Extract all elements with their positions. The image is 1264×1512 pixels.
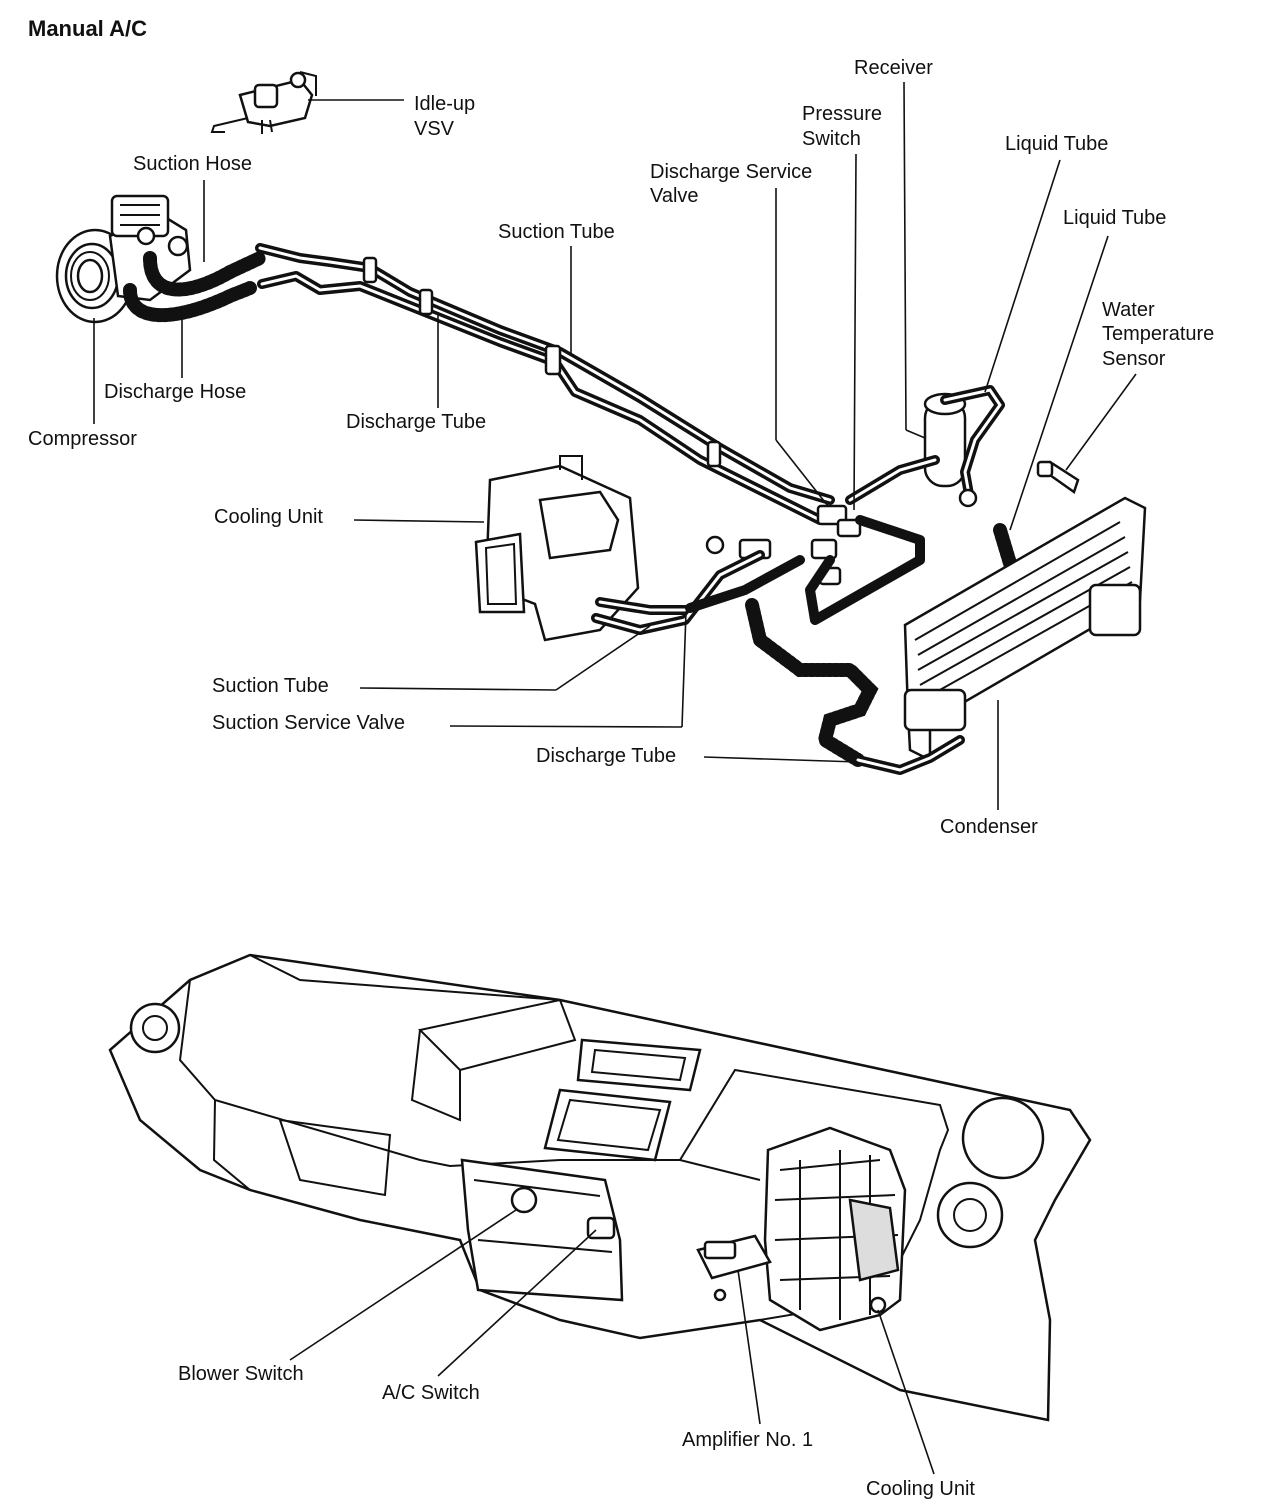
label-idle-up-line1: Idle-up xyxy=(414,93,475,115)
idle-up-vsv-part xyxy=(210,71,317,134)
amplifier-part xyxy=(696,1234,772,1302)
label-discharge-tube-lower: Discharge Tube xyxy=(536,745,676,767)
label-cooling-unit-upper: Cooling Unit xyxy=(214,506,323,528)
label-discharge-service-line2: Valve xyxy=(650,185,699,207)
label-suction-service-valve: Suction Service Valve xyxy=(212,712,405,734)
right-vent-upper xyxy=(961,1096,1045,1180)
label-liquid-tube-lower: Liquid Tube xyxy=(1063,207,1166,229)
condenser-part xyxy=(903,496,1147,763)
label-pressure-line1: Pressure xyxy=(802,103,882,125)
label-water-line1: Water xyxy=(1102,299,1155,321)
center-vent-lower xyxy=(543,1088,672,1162)
compressor-part xyxy=(55,194,192,324)
blower-switch-knob xyxy=(510,1186,538,1214)
label-suction-tube-lower: Suction Tube xyxy=(212,675,329,697)
suction-hose-part xyxy=(143,251,267,297)
refrigerant-circuit-illustration xyxy=(55,71,1147,775)
upper-labels: Idle-up VSV Receiver Pressure Switch Suc… xyxy=(28,57,1214,838)
label-pressure-line2: Switch xyxy=(802,128,861,150)
label-compressor: Compressor xyxy=(28,428,137,450)
center-vent-upper xyxy=(576,1038,702,1092)
label-water-line2: Temperature xyxy=(1102,323,1214,345)
label-condenser: Condenser xyxy=(940,816,1038,838)
discharge-tube-lower-part xyxy=(685,555,805,613)
discharge-hose-part xyxy=(123,281,257,323)
label-discharge-tube-upper: Discharge Tube xyxy=(346,411,486,433)
switch-panel xyxy=(460,1158,624,1302)
receiver-part xyxy=(923,385,1005,508)
label-discharge-hose: Discharge Hose xyxy=(104,381,246,403)
label-ac-switch: A/C Switch xyxy=(382,1382,480,1404)
label-cooling-unit-lower: Cooling Unit xyxy=(866,1478,975,1500)
diagram-title: Manual A/C xyxy=(28,16,147,41)
discharge-tube-lower-hose-part xyxy=(745,598,879,767)
cooling-unit-lower-part xyxy=(763,1126,907,1332)
label-water-line3: Sensor xyxy=(1102,348,1166,370)
label-blower-switch: Blower Switch xyxy=(178,1363,304,1385)
label-receiver: Receiver xyxy=(854,57,933,79)
tube-clamps xyxy=(362,256,722,468)
lower-labels: Blower Switch A/C Switch Amplifier No. 1… xyxy=(178,1209,975,1500)
label-amplifier: Amplifier No. 1 xyxy=(682,1429,813,1451)
ac-switch-button xyxy=(586,1216,616,1240)
label-suction-tube-upper: Suction Tube xyxy=(498,221,615,243)
label-suction-hose: Suction Hose xyxy=(133,153,252,175)
left-vent-grille xyxy=(129,1002,181,1054)
dashboard-illustration xyxy=(108,953,1092,1422)
label-liquid-tube-upper: Liquid Tube xyxy=(1005,133,1108,155)
water-temperature-sensor-part xyxy=(1036,460,1080,494)
label-discharge-service-line1: Discharge Service xyxy=(650,161,812,183)
label-idle-up-line2: VSV xyxy=(414,118,455,140)
right-vent-lower xyxy=(936,1181,1004,1249)
